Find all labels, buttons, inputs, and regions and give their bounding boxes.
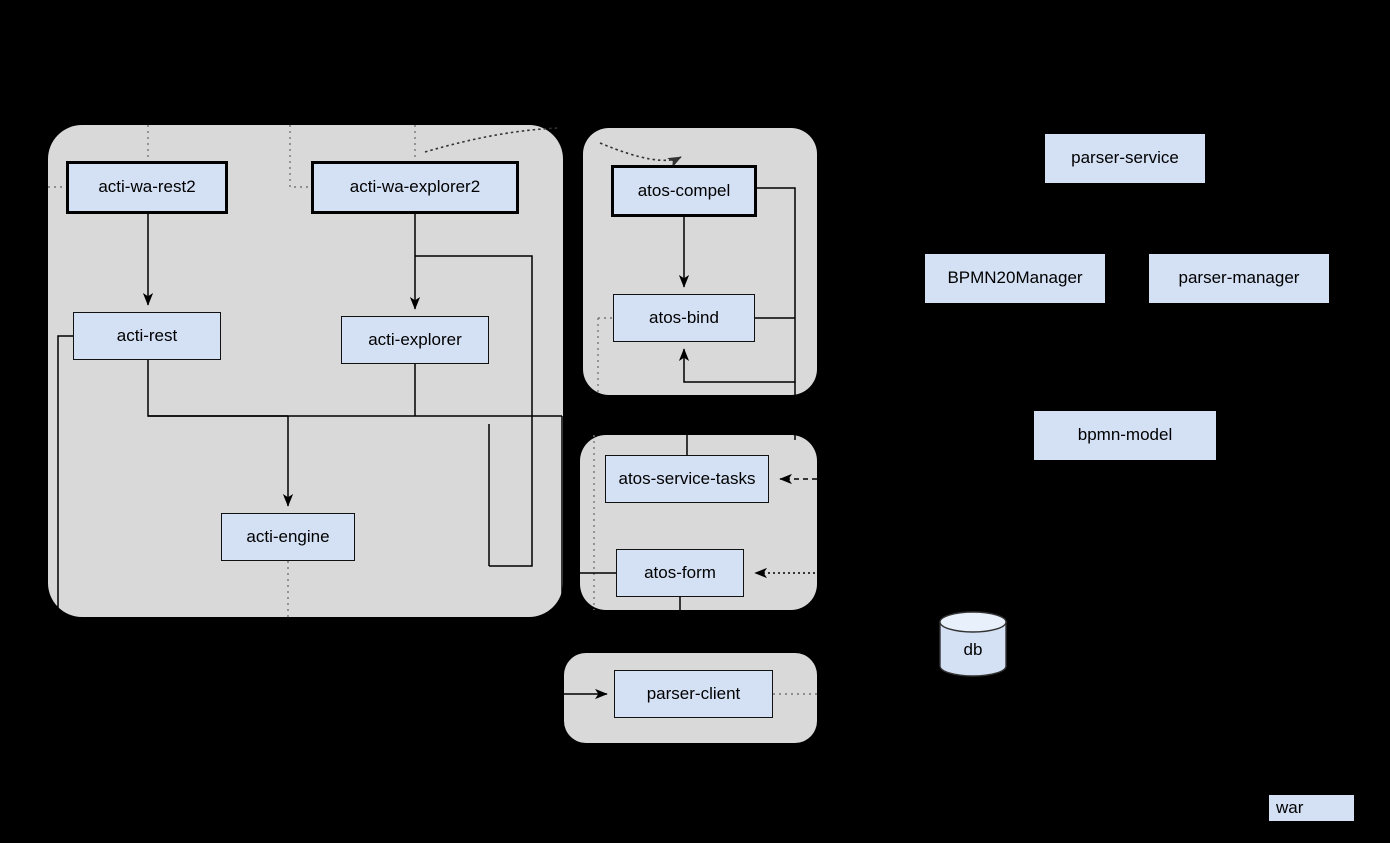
node-acti-wa-rest2[interactable]: acti-wa-rest2 (66, 161, 228, 214)
node-acti-engine[interactable]: acti-engine (221, 513, 355, 561)
node-label: war (1276, 797, 1304, 817)
group-containers (48, 125, 817, 743)
node-atos-service-tasks[interactable]: atos-service-tasks (605, 455, 769, 503)
node-label: BPMN20Manager (947, 268, 1083, 288)
node-atos-bind[interactable]: atos-bind (613, 294, 755, 342)
edge-dotted-explorer2-to-compel (424, 127, 561, 153)
edge-rest-left-return (57, 335, 73, 617)
node-bpmn-model[interactable]: bpmn-model (1034, 411, 1216, 460)
dotted-line-atosbind-left (597, 317, 613, 395)
node-label: acti-wa-explorer2 (349, 177, 481, 197)
atos-form-group-edges (580, 435, 880, 610)
atos-bind-group-edges (678, 187, 796, 440)
node-label: acti-engine (246, 526, 330, 546)
node-label: atos-bind (649, 307, 719, 327)
node-label: bpmn-model (1077, 425, 1173, 445)
node-label: atos-compel (637, 180, 731, 200)
db-label-text: db (963, 640, 983, 659)
edge-explorer2-right-bus (415, 255, 533, 567)
node-parser-manager[interactable]: parser-manager (1149, 254, 1329, 303)
node-atos-compel[interactable]: atos-compel (611, 165, 757, 217)
deployment-dotted-lines (48, 125, 817, 695)
node-label: acti-rest (116, 325, 178, 345)
acti-group-edges (57, 214, 563, 617)
edge-dotted-into-atos-compel (599, 142, 682, 168)
node-parser-client[interactable]: parser-client (614, 670, 773, 718)
node-label: parser-client (646, 683, 741, 703)
node-parser-service[interactable]: parser-service (1045, 134, 1205, 183)
node-bpmn20manager[interactable]: BPMN20Manager (925, 254, 1105, 303)
node-acti-wa-explorer2[interactable]: acti-wa-explorer2 (311, 161, 519, 214)
db-label: db (940, 630, 1006, 670)
node-label: parser-manager (1178, 268, 1300, 288)
node-label: atos-service-tasks (618, 468, 756, 488)
dotted-line-explorer-column (289, 125, 311, 188)
node-acti-rest[interactable]: acti-rest (73, 312, 221, 360)
node-acti-explorer[interactable]: acti-explorer (341, 316, 489, 364)
node-atos-form[interactable]: atos-form (616, 549, 744, 597)
db-cylinder (939, 611, 1007, 677)
node-label: acti-explorer (368, 329, 462, 349)
group-acti (48, 125, 563, 617)
node-label: atos-form (644, 562, 716, 582)
node-label: parser-service (1071, 148, 1179, 168)
node-label: acti-wa-rest2 (98, 177, 196, 197)
node-war[interactable]: war (1269, 795, 1354, 821)
